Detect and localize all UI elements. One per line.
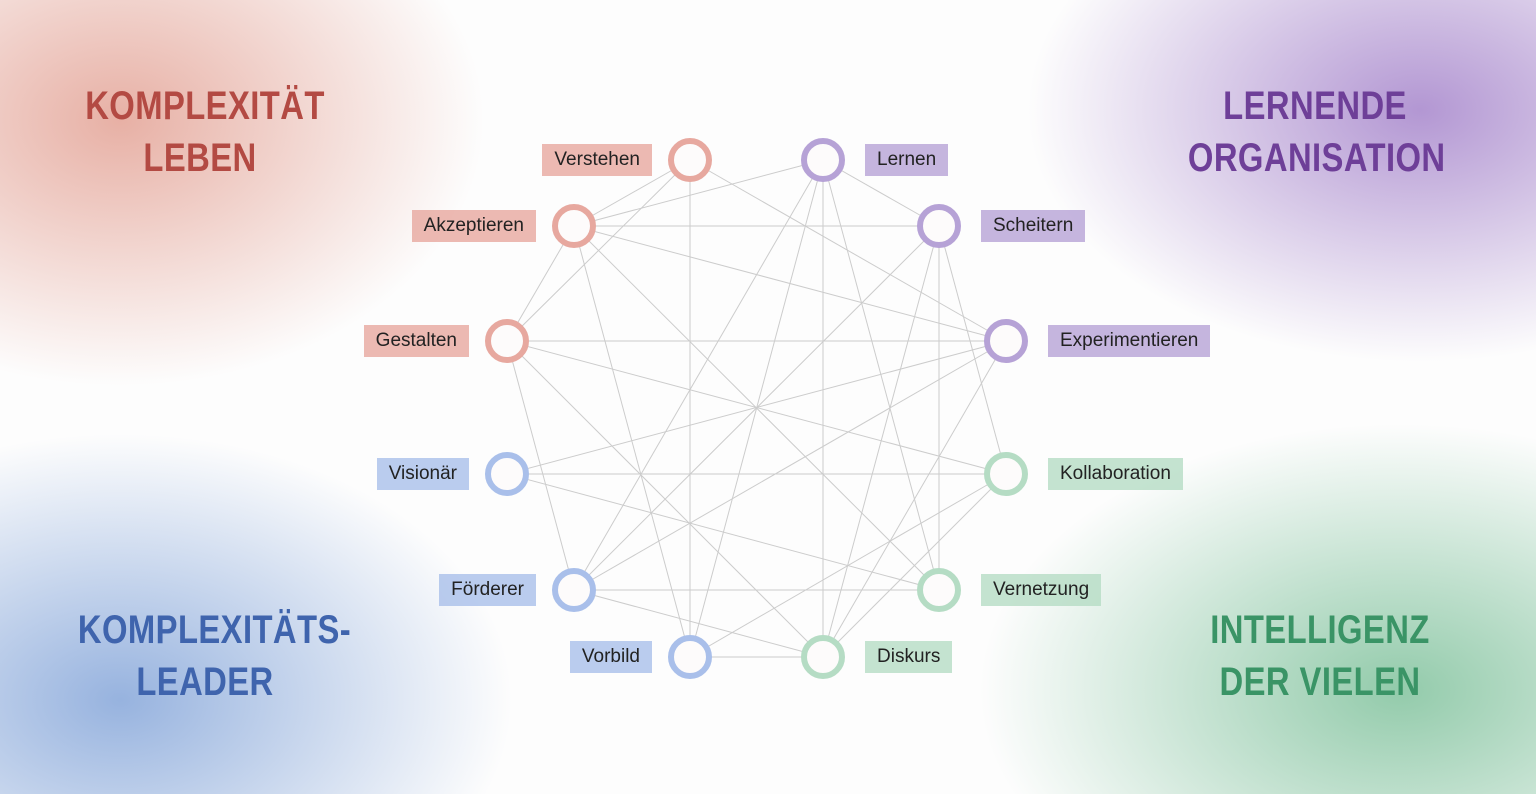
node-ring-icon	[552, 204, 596, 248]
quadrant-title-komplexitaet-leben: KOMPLEXITÄT LEBEN	[85, 80, 325, 184]
node-label-akzeptieren: Akzeptieren	[411, 210, 536, 242]
node-ring-icon	[984, 452, 1028, 496]
quadrant-title-line: LERNENDE	[1223, 84, 1407, 128]
node-ring-icon	[485, 452, 529, 496]
quadrant-title-line: LEADER	[136, 660, 274, 704]
edge-lernen-foerderer	[573, 159, 824, 591]
edge-lernen-vernetzung	[822, 159, 940, 591]
node-verstehen	[668, 138, 712, 182]
quadrant-title-intelligenz-der-vielen: INTELLIGENZ DER VIELEN	[1197, 604, 1443, 708]
edge-scheitern-diskurs	[822, 225, 940, 658]
node-label-visionaer: Visionär	[376, 458, 469, 490]
node-ring-icon	[485, 319, 529, 363]
node-diskurs	[801, 635, 845, 679]
edge-akzeptieren-gestalten	[506, 225, 575, 342]
quadrant-title-line: DER VIELEN	[1219, 660, 1421, 704]
node-label-experimentieren: Experimentieren	[1048, 325, 1211, 357]
edge-lernen-akzeptieren	[573, 159, 824, 227]
node-ring-icon	[668, 138, 712, 182]
node-foerderer	[552, 568, 596, 612]
node-ring-icon	[668, 635, 712, 679]
edge-gestalten-diskurs	[506, 340, 824, 658]
edge-verstehen-akzeptieren	[573, 159, 691, 227]
node-label-kollaboration: Kollaboration	[1048, 458, 1183, 490]
quadrant-title-line: ORGANISATION	[1187, 136, 1446, 180]
quadrant-title-line: KOMPLEXITÄTS-	[77, 608, 352, 652]
edge-visionaer-vernetzung	[506, 473, 940, 591]
node-label-verstehen: Verstehen	[542, 144, 652, 176]
quadrant-title-line: KOMPLEXITÄT	[85, 84, 325, 128]
node-label-diskurs: Diskurs	[865, 641, 953, 673]
node-ring-icon	[801, 138, 845, 182]
node-ring-icon	[552, 568, 596, 612]
node-kollaboration	[984, 452, 1028, 496]
node-scheitern	[917, 204, 961, 248]
quadrant-title-line: INTELLIGENZ	[1210, 608, 1430, 652]
node-ring-icon	[984, 319, 1028, 363]
edge-akzeptieren-experimentieren	[573, 225, 1007, 342]
quadrant-title-lernende-organisation: LERNENDE ORGANISATION	[1187, 80, 1446, 184]
edge-lernen-scheitern	[822, 159, 940, 227]
node-label-vorbild: Vorbild	[569, 641, 652, 673]
node-label-vernetzung: Vernetzung	[981, 574, 1102, 606]
node-vernetzung	[917, 568, 961, 612]
edge-verstehen-experimentieren	[689, 159, 1007, 342]
node-ring-icon	[917, 568, 961, 612]
edge-akzeptieren-vorbild	[573, 225, 691, 658]
node-visionaer	[485, 452, 529, 496]
edge-experimentieren-foerderer	[573, 340, 1007, 591]
node-label-scheitern: Scheitern	[981, 210, 1086, 242]
node-experimentieren	[984, 319, 1028, 363]
edge-vorbild-kollaboration	[689, 473, 1007, 658]
node-label-foerderer: Förderer	[439, 574, 536, 606]
node-label-gestalten: Gestalten	[363, 325, 469, 357]
edge-kollaboration-diskurs	[822, 473, 1007, 658]
node-akzeptieren	[552, 204, 596, 248]
edge-experimentieren-diskurs	[822, 340, 1007, 658]
node-gestalten	[485, 319, 529, 363]
edge-foerderer-diskurs	[573, 589, 824, 658]
node-ring-icon	[917, 204, 961, 248]
edge-visionaer-experimentieren	[506, 340, 1007, 475]
node-ring-icon	[801, 635, 845, 679]
node-lernen	[801, 138, 845, 182]
quadrant-title-komplexitaets-leader: KOMPLEXITÄTS- LEADER	[77, 604, 352, 708]
node-label-lernen: Lernen	[865, 144, 949, 176]
node-vorbild	[668, 635, 712, 679]
quadrant-title-line: LEBEN	[143, 136, 257, 180]
